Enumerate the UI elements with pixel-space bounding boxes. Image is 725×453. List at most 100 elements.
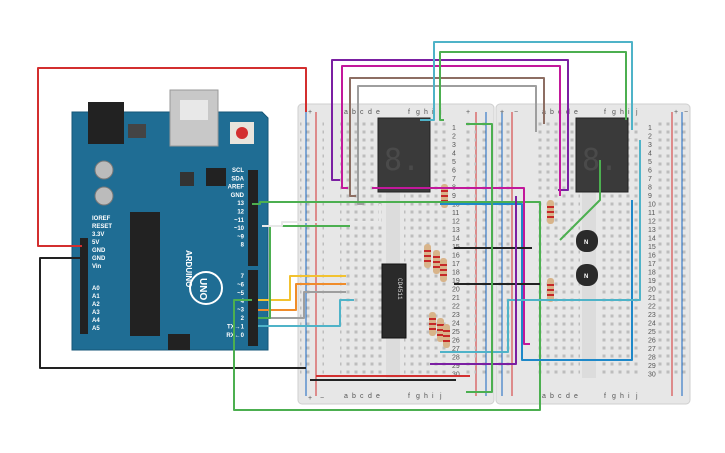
digital-pin-label: AREF	[228, 185, 245, 191]
bb-row-number: 9	[648, 193, 652, 200]
green-wire[interactable]	[439, 51, 627, 121]
bb-row-number: 1	[452, 125, 456, 132]
bb-row-number: 13	[452, 227, 460, 234]
bb-row-number: 29	[452, 363, 460, 370]
seven-segment-right[interactable]: 8.	[575, 117, 629, 193]
digital-pin-label: SDA	[231, 176, 244, 182]
bb-row-number: 19	[452, 278, 460, 285]
bb-col-letter: g	[416, 109, 420, 116]
uno-logo-circle	[189, 271, 223, 305]
transistor-2[interactable]: N	[576, 264, 598, 286]
capacitor-1	[94, 160, 114, 180]
transistor-1-label: N	[584, 240, 588, 246]
bb-row-number: 30	[648, 372, 656, 379]
green-wire[interactable]	[233, 201, 541, 411]
magenta-wire[interactable]	[341, 65, 561, 196]
bb-col-letter: c	[360, 109, 364, 116]
bb-row-number: 7	[452, 176, 456, 183]
cd4511-chip[interactable]: CD4511	[381, 263, 407, 339]
power-pin-label: 5V	[92, 240, 99, 246]
bb-col-letter: g	[612, 109, 616, 116]
green-wire[interactable]	[559, 160, 601, 241]
black-wire[interactable]	[39, 257, 306, 369]
purple-wire[interactable]	[430, 196, 517, 365]
arduino-brand: ARDUINO	[184, 250, 193, 287]
bb-row-number: 23	[648, 312, 656, 319]
bb-row-number: 22	[452, 304, 460, 311]
digital-pin-label: 12	[237, 210, 244, 216]
bb-row-number: 5	[648, 159, 652, 166]
analog-pin-label: A0	[92, 286, 100, 292]
bb-col-letter: e	[376, 393, 380, 400]
seven-segment-left[interactable]: 8.	[377, 117, 431, 193]
digital-pin-label: ~3	[237, 308, 245, 314]
analog-pin-label: A3	[92, 310, 100, 316]
bb-right-plus-top: +	[500, 109, 504, 116]
yellow-wire[interactable]	[258, 275, 346, 301]
bb-col-letter: f	[604, 109, 606, 116]
bb-col-letter: c	[360, 393, 364, 400]
bb-row-number: 21	[648, 295, 656, 302]
blue-wire[interactable]	[440, 200, 633, 361]
power-pin-label: GND	[92, 256, 106, 262]
power-pin-label: 3.3V	[92, 232, 104, 238]
bb-col-letter: a	[542, 393, 546, 400]
bb-col-letter: d	[566, 393, 570, 400]
cyan-wire[interactable]	[440, 140, 641, 353]
bb-col-letter: a	[344, 109, 348, 116]
bb-row-number: 3	[452, 142, 456, 149]
resistors	[424, 184, 554, 348]
icsp-header-top	[206, 168, 226, 186]
cyan-wire[interactable]	[420, 41, 633, 130]
bb-col-letter: g	[612, 393, 616, 400]
bb-col-letter: h	[424, 393, 428, 400]
digital-pin-label: 8	[241, 243, 245, 249]
analog-pin-label: A4	[92, 318, 100, 324]
bb-row-number: 13	[648, 227, 656, 234]
power-pin-label: Vin	[92, 264, 102, 270]
white-wire[interactable]	[262, 204, 381, 227]
gray-wire[interactable]	[258, 291, 346, 319]
bb-row-number: 1	[648, 125, 652, 132]
magenta-wire[interactable]	[372, 187, 530, 345]
green-wire[interactable]	[258, 225, 350, 319]
bb-col-letter: h	[620, 393, 624, 400]
bb-row-number: 14	[648, 236, 656, 243]
icsp-header-bottom	[168, 334, 190, 350]
bb-col-letter: d	[368, 393, 372, 400]
bb-row-number: 27	[452, 346, 460, 353]
bb-row-number: 28	[648, 355, 656, 362]
bb-row-number: 6	[452, 168, 456, 175]
red-wire[interactable]	[37, 67, 307, 247]
bb-row-number: 7	[648, 176, 652, 183]
bb-row-number: 25	[452, 329, 460, 336]
bb-row-number: 20	[452, 287, 460, 294]
orange-wire[interactable]	[258, 283, 346, 311]
transistor-1[interactable]: N	[576, 230, 598, 252]
bb-row-number: 24	[452, 321, 460, 328]
purple-wire[interactable]	[331, 59, 569, 191]
bb-row-number: 29	[648, 363, 656, 370]
gray-wire[interactable]	[357, 85, 537, 205]
bb-col-letter: e	[376, 109, 380, 116]
bb-row-number: 9	[452, 193, 456, 200]
bb-left-plus-top: +	[308, 109, 312, 116]
analog-pin-label: A2	[92, 302, 100, 308]
brown-wire[interactable]	[349, 77, 545, 197]
bb-row-number: 5	[452, 159, 456, 166]
analog-pin-label: A5	[92, 326, 100, 332]
bb-row-number: 16	[648, 253, 656, 260]
atmega-chip	[130, 212, 160, 336]
cyan-wire[interactable]	[258, 299, 354, 327]
bb-row-number: 17	[648, 261, 656, 268]
green-wire[interactable]	[466, 123, 493, 393]
bb-row-number: 15	[648, 244, 656, 251]
bb-col-letter: b	[550, 109, 554, 116]
bb-row-number: 22	[648, 304, 656, 311]
bb-row-number: 8	[648, 185, 652, 192]
dc-jack	[88, 102, 124, 144]
chip-label: CD4511	[396, 278, 403, 300]
